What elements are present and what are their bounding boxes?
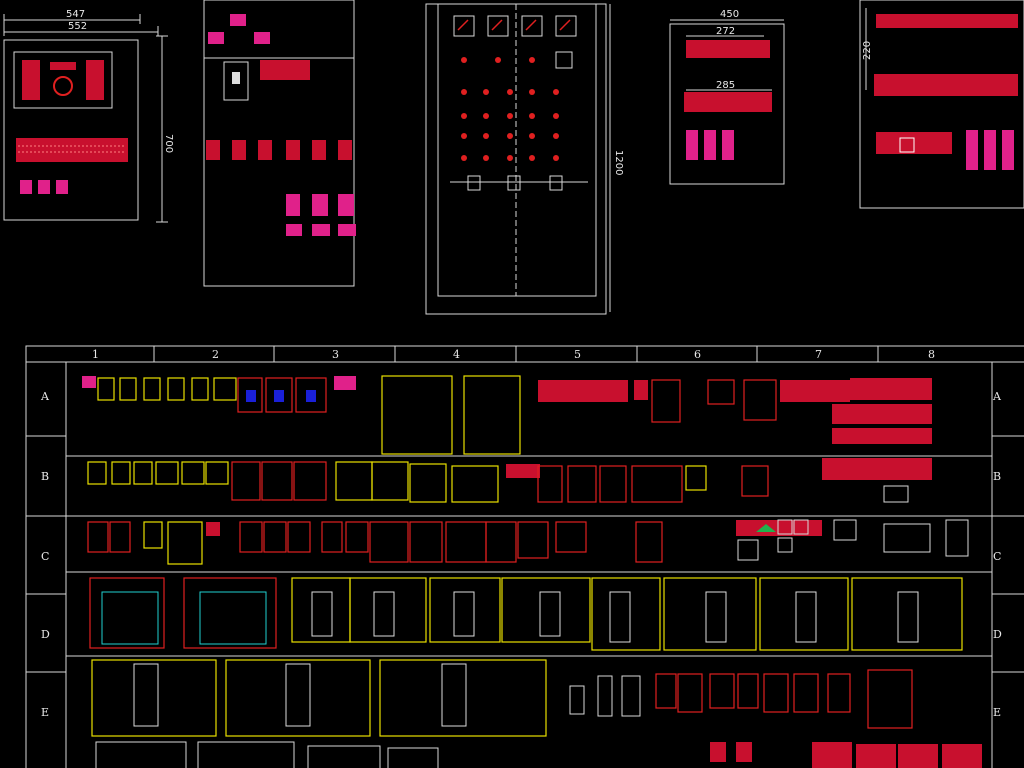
row-label-C-right: C (993, 550, 1001, 563)
panel-3: 1200 (425, 3, 624, 315)
dim-1200: 1200 (613, 150, 624, 175)
col-label-6: 6 (694, 348, 701, 361)
row-label-C-left: C (41, 550, 49, 563)
panel-1: 547 552 700 (3, 9, 174, 223)
panel-2 (203, 0, 356, 287)
row-label-D-right: D (993, 628, 1002, 641)
col-label-8: 8 (928, 348, 935, 361)
row-label-A-left: A (40, 390, 50, 403)
row-e-components (91, 659, 982, 768)
row-label-A-right: A (992, 390, 1002, 403)
panel-6: 220 (859, 0, 1024, 209)
panel-5: 450 272 285 (669, 9, 785, 185)
dim-700: 700 (163, 134, 174, 153)
row-c-components (87, 519, 969, 565)
column-labels: 1 2 3 4 5 6 7 8 (92, 348, 935, 361)
dim-220: 220 (862, 41, 873, 60)
drawing-frame (25, 345, 1024, 768)
row-label-E-left: E (41, 706, 49, 719)
dim-285: 285 (716, 80, 735, 91)
row-b-components (87, 458, 932, 503)
dim-450: 450 (720, 9, 739, 20)
col-label-3: 3 (332, 348, 339, 361)
row-label-E-right: E (993, 706, 1001, 719)
row-label-B-right: B (993, 470, 1001, 483)
dim-552: 552 (68, 21, 87, 32)
dim-272: 272 (716, 26, 735, 37)
dim-547: 547 (66, 9, 85, 20)
col-label-4: 4 (453, 348, 460, 361)
row-labels: A B C D E A B C D E (40, 390, 1002, 719)
row-label-D-left: D (41, 628, 50, 641)
col-label-2: 2 (212, 348, 219, 361)
row-a-components (82, 375, 932, 455)
row-label-B-left: B (41, 470, 49, 483)
col-label-1: 1 (92, 348, 99, 361)
col-label-5: 5 (574, 348, 581, 361)
row-d-components (89, 577, 963, 651)
col-label-7: 7 (815, 348, 822, 361)
